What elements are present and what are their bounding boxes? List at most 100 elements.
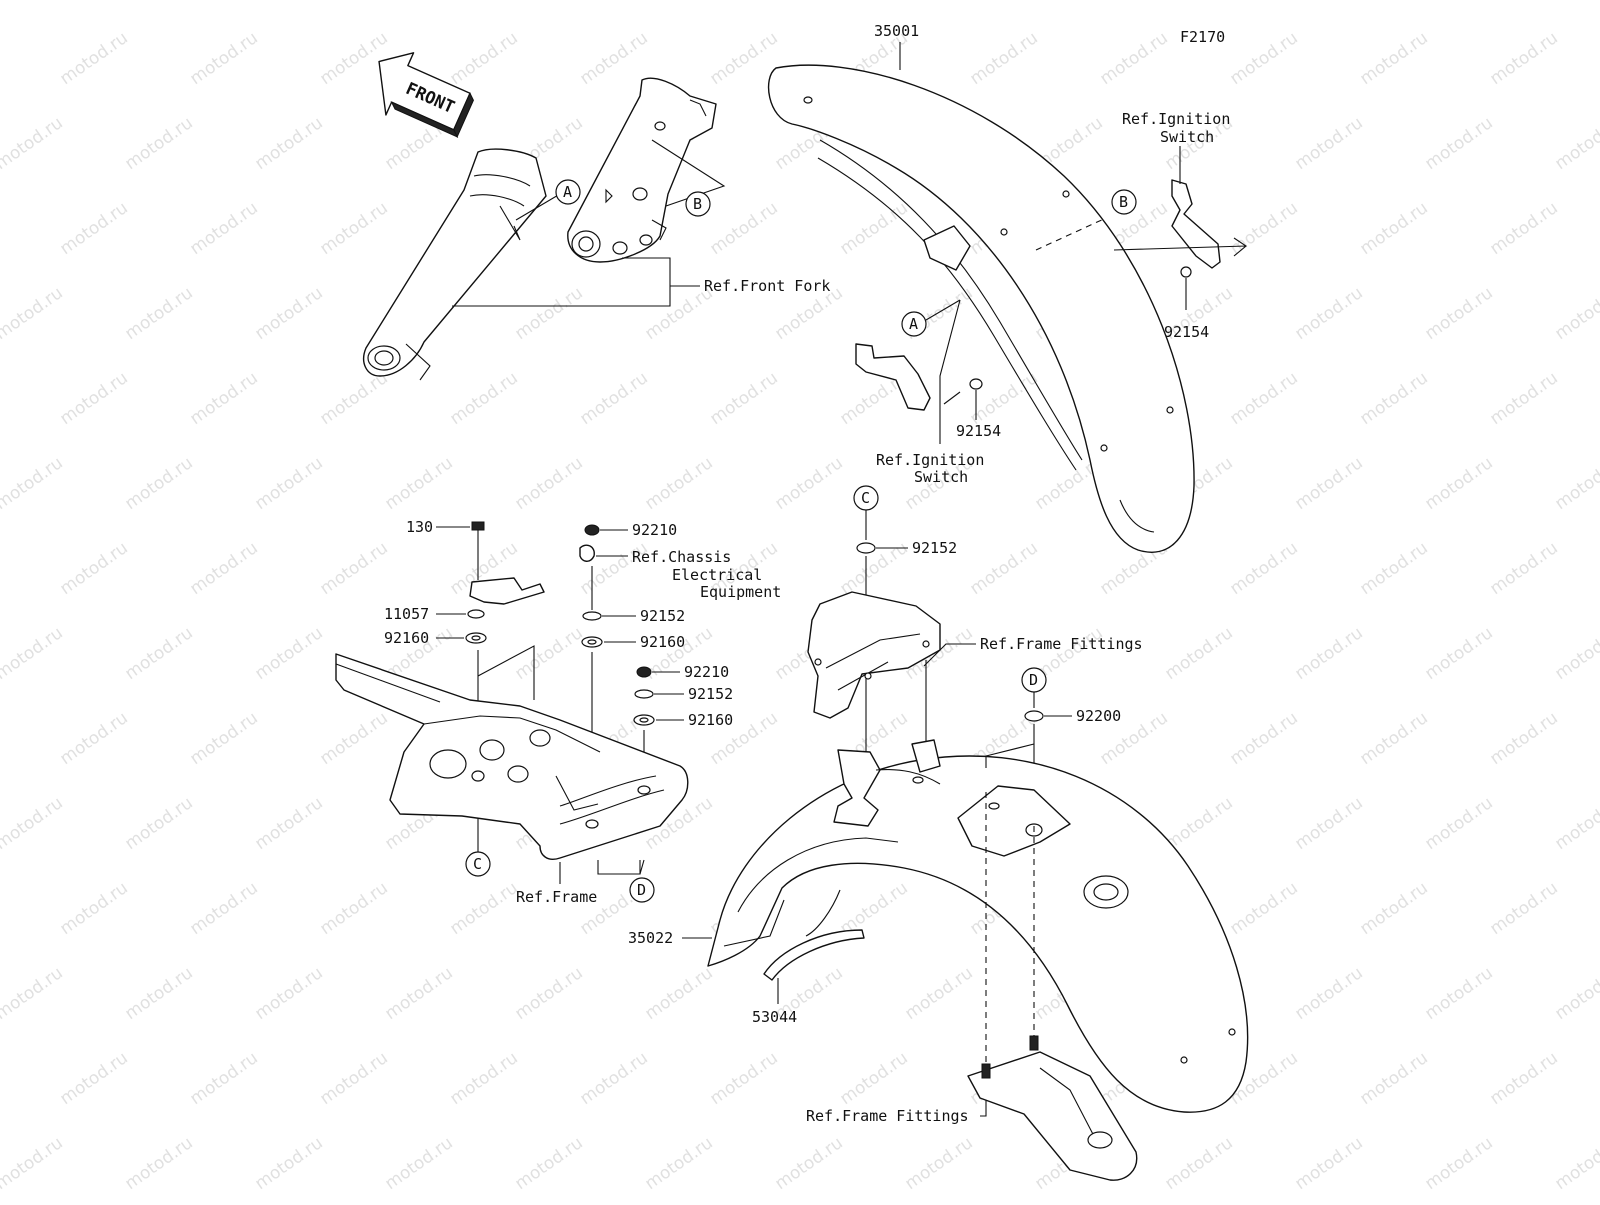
watermark-text: motod.ru xyxy=(1291,793,1366,854)
watermark-text: motod.ru xyxy=(511,453,586,514)
watermark-text: motod.ru xyxy=(1421,283,1496,344)
watermark-text: motod.ru xyxy=(1291,1133,1366,1194)
watermark-text: motod.ru xyxy=(641,453,716,514)
watermark-text: motod.ru xyxy=(1421,0,1496,4)
ref-frame-fittings-bottom-label: Ref.Frame Fittings xyxy=(806,1107,969,1125)
ref-ignition-top-line1: Ref.Ignition xyxy=(1122,110,1230,128)
callout-d-top: D xyxy=(1021,667,1047,693)
watermark-text: motod.ru xyxy=(1161,0,1236,4)
watermark-text: motod.ru xyxy=(901,0,976,4)
watermark-text: motod.ru xyxy=(511,0,586,4)
part-92152-top-label: 92152 xyxy=(912,539,957,557)
watermark-text: motod.ru xyxy=(1551,0,1600,4)
frame-section xyxy=(335,645,689,860)
watermark-text: motod.ru xyxy=(56,198,131,259)
watermark-text: motod.ru xyxy=(836,878,911,939)
watermark-text: motod.ru xyxy=(251,963,326,1024)
watermark-text: motod.ru xyxy=(1356,368,1431,429)
callout-c-top: C xyxy=(853,485,879,511)
part-92152-bottom-label: 92152 xyxy=(688,685,733,703)
watermark-text: motod.ru xyxy=(1226,198,1301,259)
watermark-text: motod.ru xyxy=(1551,1133,1600,1194)
watermark-text: motod.ru xyxy=(1226,538,1301,599)
watermark-text: motod.ru xyxy=(251,113,326,174)
watermark-text: motod.ru xyxy=(186,878,261,939)
watermark-text: motod.ru xyxy=(121,1133,196,1194)
watermark-text: motod.ru xyxy=(511,623,586,684)
callout-b-fender: B xyxy=(1111,189,1137,215)
strip-53044 xyxy=(763,929,865,981)
hardware-stack-middle xyxy=(579,524,603,820)
part-92160-bottom-label: 92160 xyxy=(688,711,733,729)
watermark-text: motod.ru xyxy=(0,963,67,1024)
ref-chassis-line3: Equipment xyxy=(700,583,781,601)
watermark-text: motod.ru xyxy=(186,198,261,259)
watermark-text: motod.ru xyxy=(706,1048,781,1109)
watermark-text: motod.ru xyxy=(316,1048,391,1109)
watermark-text: motod.ru xyxy=(1291,453,1366,514)
watermark-text: motod.ru xyxy=(186,28,261,89)
watermark-text: motod.ru xyxy=(121,113,196,174)
watermark-text: motod.ru xyxy=(381,0,456,4)
watermark-text: motod.ru xyxy=(121,0,196,4)
watermark-text: motod.ru xyxy=(1096,28,1171,89)
watermark-text: motod.ru xyxy=(576,368,651,429)
svg-text:C: C xyxy=(861,489,870,507)
watermark-text: motod.ru xyxy=(251,283,326,344)
front-fork-left-leg xyxy=(362,148,547,381)
front-direction-arrow: FRONT xyxy=(378,52,474,138)
watermark-text: motod.ru xyxy=(1421,963,1496,1024)
part-92152-mid-label: 92152 xyxy=(640,607,685,625)
part-35001-label: 35001 xyxy=(874,22,919,40)
watermark-text: motod.ru xyxy=(121,793,196,854)
part-53044-label: 53044 xyxy=(752,1008,797,1026)
watermark-text: motod.ru xyxy=(381,1133,456,1194)
watermark-text: motod.ru xyxy=(56,708,131,769)
watermark-text: motod.ru xyxy=(641,1133,716,1194)
watermark-text: motod.ru xyxy=(1421,453,1496,514)
watermark-text: motod.ru xyxy=(706,368,781,429)
watermark-text: motod.ru xyxy=(1486,1048,1561,1109)
watermark-text: motod.ru xyxy=(1161,623,1236,684)
svg-text:A: A xyxy=(563,183,572,201)
watermark-text: motod.ru xyxy=(1356,708,1431,769)
callout-d-frame: D xyxy=(629,877,655,903)
callout-c-frame: C xyxy=(465,851,491,877)
watermark-text: motod.ru xyxy=(316,368,391,429)
watermark-text: motod.ru xyxy=(121,963,196,1024)
watermark-text: motod.ru xyxy=(316,708,391,769)
part-92210-top-label: 92210 xyxy=(632,521,677,539)
ref-ignition-top-line2: Switch xyxy=(1160,128,1214,146)
part-92210-bottom-label: 92210 xyxy=(684,663,729,681)
ref-ignition-mid-line2: Switch xyxy=(914,468,968,486)
watermark-text: motod.ru xyxy=(56,538,131,599)
part-92154-mid-label: 92154 xyxy=(956,422,1001,440)
part-11057-label: 11057 xyxy=(384,605,429,623)
watermark-text: motod.ru xyxy=(1291,283,1366,344)
watermark-text: motod.ru xyxy=(186,538,261,599)
watermark-text: motod.ru xyxy=(771,0,846,4)
watermark-text: motod.ru xyxy=(251,1133,326,1194)
watermark-text: motod.ru xyxy=(1421,793,1496,854)
watermark-text: motod.ru xyxy=(1226,878,1301,939)
watermark-text: motod.ru xyxy=(251,793,326,854)
watermark-text: motod.ru xyxy=(1486,28,1561,89)
callout-a-fork: A xyxy=(555,179,581,205)
watermark-text: motod.ru xyxy=(1356,878,1431,939)
watermark-text: motod.ru xyxy=(1226,28,1301,89)
watermark-text: motod.ru xyxy=(381,963,456,1024)
watermark-text: motod.ru xyxy=(641,963,716,1024)
watermark-text: motod.ru xyxy=(446,28,521,89)
ignition-bracket-left xyxy=(855,343,983,420)
watermark-text: motod.ru xyxy=(0,623,67,684)
frame-fittings-top xyxy=(807,591,941,719)
watermark-text: motod.ru xyxy=(836,1048,911,1109)
watermark-text: motod.ru xyxy=(1356,28,1431,89)
watermark-text: motod.ru xyxy=(56,368,131,429)
watermark-text: motod.ru xyxy=(446,1048,521,1109)
watermark-text: motod.ru xyxy=(511,963,586,1024)
callout-a-fender: A xyxy=(901,311,927,337)
